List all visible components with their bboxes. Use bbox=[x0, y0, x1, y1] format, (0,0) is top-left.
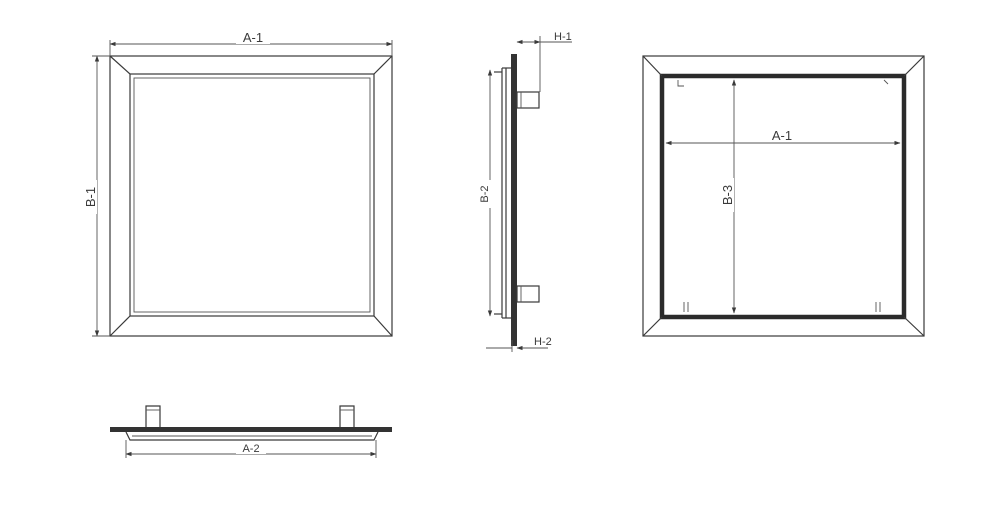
back-width-label: A-1 bbox=[772, 128, 792, 143]
side-depth-top-label: H-1 bbox=[554, 31, 572, 43]
back-clip-br bbox=[875, 302, 881, 312]
bottom-clip-right bbox=[339, 405, 355, 427]
side-clip-top bbox=[516, 91, 540, 109]
back-miter-bl bbox=[642, 316, 663, 337]
bottom-width-label-bg bbox=[236, 442, 266, 454]
front-inner-panel-edge bbox=[133, 77, 371, 313]
back-miter-tr bbox=[903, 55, 925, 77]
back-outer-frame bbox=[642, 55, 925, 337]
side-height-label: B-2 bbox=[479, 185, 491, 202]
bottom-width-label: A-2 bbox=[242, 443, 259, 455]
front-height-label: B-1 bbox=[83, 187, 98, 207]
bottom-frame-bar bbox=[110, 427, 392, 432]
side-frame-plate bbox=[511, 54, 517, 346]
side-depth-bottom-label: H-2 bbox=[534, 336, 552, 348]
front-miter-tr bbox=[373, 55, 393, 75]
back-view: A-1 B-3 bbox=[642, 55, 925, 337]
front-height-label-bg bbox=[83, 180, 97, 214]
back-width-label-bg bbox=[766, 128, 798, 142]
back-clip-tr bbox=[883, 79, 889, 85]
side-view: B-2 H-1 H-2 bbox=[478, 31, 572, 352]
front-view: A-1 B-1 bbox=[83, 30, 393, 337]
front-inner-panel bbox=[129, 73, 375, 317]
front-width-label-bg bbox=[236, 30, 270, 44]
front-width-label: A-1 bbox=[243, 30, 263, 45]
side-clip-bottom bbox=[516, 285, 540, 303]
back-inner-opening bbox=[659, 73, 907, 320]
back-clip-tl bbox=[677, 80, 684, 87]
bottom-clip-left bbox=[145, 405, 161, 427]
front-miter-bl bbox=[109, 315, 131, 337]
front-miter-br bbox=[373, 315, 393, 337]
back-clip-bl bbox=[683, 302, 689, 312]
back-miter-br bbox=[903, 316, 925, 337]
front-outer-frame bbox=[109, 55, 393, 337]
side-height-label-bg bbox=[478, 180, 492, 208]
back-height-label: B-3 bbox=[720, 185, 735, 205]
back-miter-tl bbox=[642, 55, 663, 77]
bottom-view: A-2 bbox=[110, 405, 392, 458]
front-miter-tl bbox=[109, 55, 131, 75]
bottom-panel bbox=[125, 431, 379, 441]
back-height-label-bg bbox=[720, 178, 734, 212]
